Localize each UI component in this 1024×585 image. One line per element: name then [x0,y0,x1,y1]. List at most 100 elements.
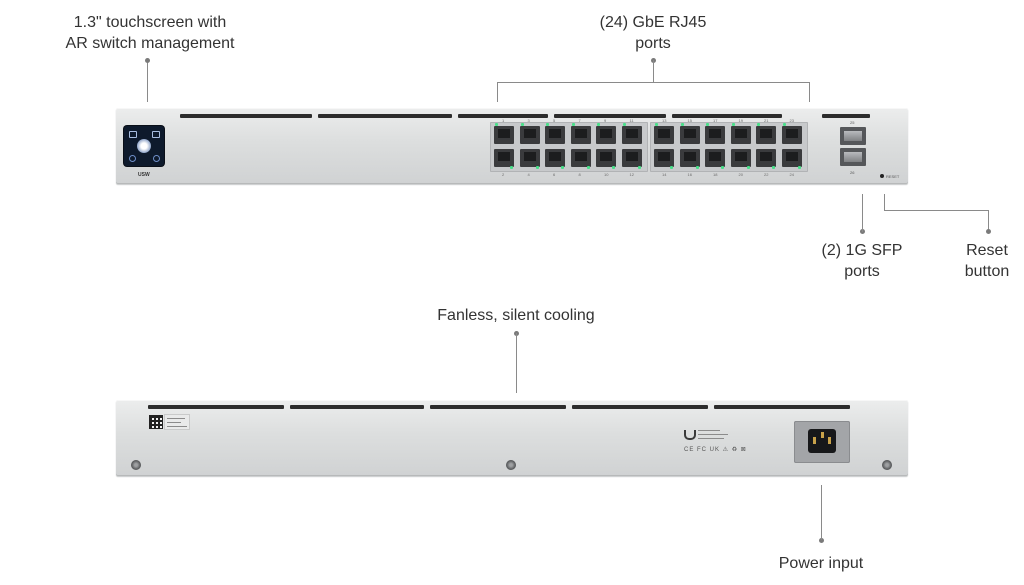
front-vent-2 [318,114,452,118]
sfp-port-26[interactable] [840,148,866,166]
rj45-port-15[interactable] [679,126,700,144]
power-input-socket[interactable] [794,421,850,463]
power-callout: Power input [741,553,901,574]
port-number-12: 12 [629,172,634,177]
port-led-20 [746,166,750,169]
rj45-port-3[interactable] [519,126,540,144]
port-number-4: 4 [527,172,530,177]
reset-button[interactable] [880,174,884,178]
port-led-6 [561,166,564,169]
touchscreen-callout-line2: AR switch management [65,35,235,52]
port-led-18 [721,166,724,169]
power-socket-receptacle [808,429,836,453]
reset-leader-drop [988,210,989,232]
port-led-13 [655,123,658,126]
rear-screw-right [882,460,892,470]
rj45-port-13[interactable] [654,126,674,144]
rj45-port-11[interactable] [621,126,642,144]
port-number-18: 18 [713,172,718,177]
power-pin-left [813,437,816,444]
screen-home-icon [129,131,137,138]
sfp-label-25: 25 [850,120,855,125]
rj45-port-20[interactable] [730,149,751,167]
port-led-11 [622,123,626,126]
rj45-port-24[interactable] [781,149,802,167]
port-led-5 [546,123,549,126]
touchscreen-leader-dot [145,58,150,63]
rj45-port-12[interactable] [621,149,642,167]
touchscreen-display[interactable] [124,126,164,166]
cooling-callout-line1: Fanless, silent cooling [437,307,595,324]
port-number-5: 5 [553,118,556,123]
screen-grid-icon [152,131,160,138]
port-number-11: 11 [629,118,634,123]
port-led-17 [706,123,709,126]
port-led-22 [772,166,775,169]
port-number-7: 7 [578,118,581,123]
rj45-port-5[interactable] [545,126,565,144]
port-led-1 [495,123,498,126]
rear-screw-center [506,460,516,470]
power-pin-center [821,432,824,438]
rj45-port-10[interactable] [596,149,616,167]
rj45-port-7[interactable] [570,126,591,144]
qr-code [150,416,162,428]
model-tag: USW [138,172,150,178]
rj45-port-14[interactable] [654,149,674,167]
rj45-port-21[interactable] [756,126,776,144]
cooling-callout: Fanless, silent cooling [406,305,626,326]
port-led-21 [757,123,760,126]
reset-tag: RESET [886,174,900,179]
reset-callout-line1: Reset [966,242,1008,259]
power-leader-line [821,485,822,540]
rj45-port-1[interactable] [494,126,514,144]
rj45-port-16[interactable] [679,149,700,167]
rj45-port-19[interactable] [730,126,751,144]
rj45-port-22[interactable] [756,149,776,167]
port-number-21: 21 [764,118,769,123]
port-number-15: 15 [687,118,692,123]
rear-vent-2 [290,405,424,409]
power-leader-dot [819,538,824,543]
rear-vent-3 [430,405,566,409]
screen-settings-icon [153,155,160,162]
sfp-callout-line2: ports [844,263,880,280]
rj45-port-6[interactable] [545,149,565,167]
rj45-port-18[interactable] [705,149,725,167]
serial-sticker [164,414,190,430]
port-led-19 [731,123,735,126]
port-led-7 [571,123,575,126]
cooling-leader-line [516,333,517,393]
port-led-12 [637,166,641,169]
port-led-8 [586,166,590,169]
rear-vent-1 [148,405,284,409]
rj45-bracket-left [497,82,498,102]
reset-leader-horizontal [884,210,989,211]
port-number-9: 9 [604,118,607,123]
sfp-callout-line1: (2) 1G SFP [821,242,903,259]
rj45-port-4[interactable] [519,149,540,167]
rj45-port-9[interactable] [596,126,616,144]
port-number-1: 1 [502,118,505,123]
rj45-bracket-top [497,82,810,83]
rear-vent-5 [714,405,850,409]
rj45-port-17[interactable] [705,126,725,144]
port-led-4 [535,166,539,169]
front-vent-6 [822,114,870,118]
front-vent-5 [672,114,782,118]
rj45-port-23[interactable] [781,126,802,144]
rj45-port-8[interactable] [570,149,591,167]
port-led-14 [670,166,673,169]
touchscreen-callout-line1: 1.3" touchscreen with [73,14,227,31]
port-number-8: 8 [578,172,581,177]
port-number-23: 23 [789,118,794,123]
reset-callout-line2: button [964,263,1010,280]
front-vent-4 [554,114,666,118]
power-callout-line1: Power input [778,555,864,572]
rj45-port-2[interactable] [494,149,514,167]
port-led-15 [680,123,684,126]
port-number-17: 17 [713,118,718,123]
sfp-port-25[interactable] [840,127,866,145]
port-led-10 [612,166,615,169]
